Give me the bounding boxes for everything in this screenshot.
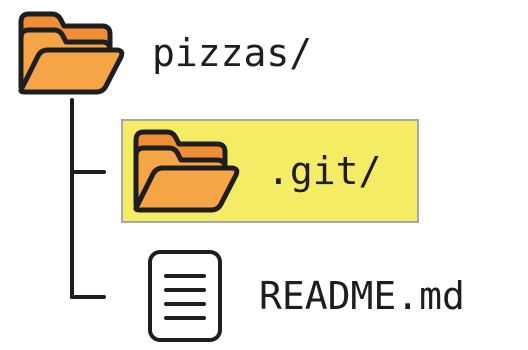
tree-node-readme[interactable]: README.md xyxy=(147,249,465,343)
tree-node-git[interactable]: .git/ xyxy=(131,128,381,214)
tree-node-label: README.md xyxy=(259,274,465,318)
tree-node-root[interactable]: pizzas/ xyxy=(16,10,312,96)
tree-node-label: pizzas/ xyxy=(152,31,313,75)
tree-node-label: .git/ xyxy=(267,149,382,193)
file-text-icon xyxy=(147,249,223,343)
folder-open-icon xyxy=(131,128,243,214)
folder-open-icon xyxy=(16,10,128,96)
